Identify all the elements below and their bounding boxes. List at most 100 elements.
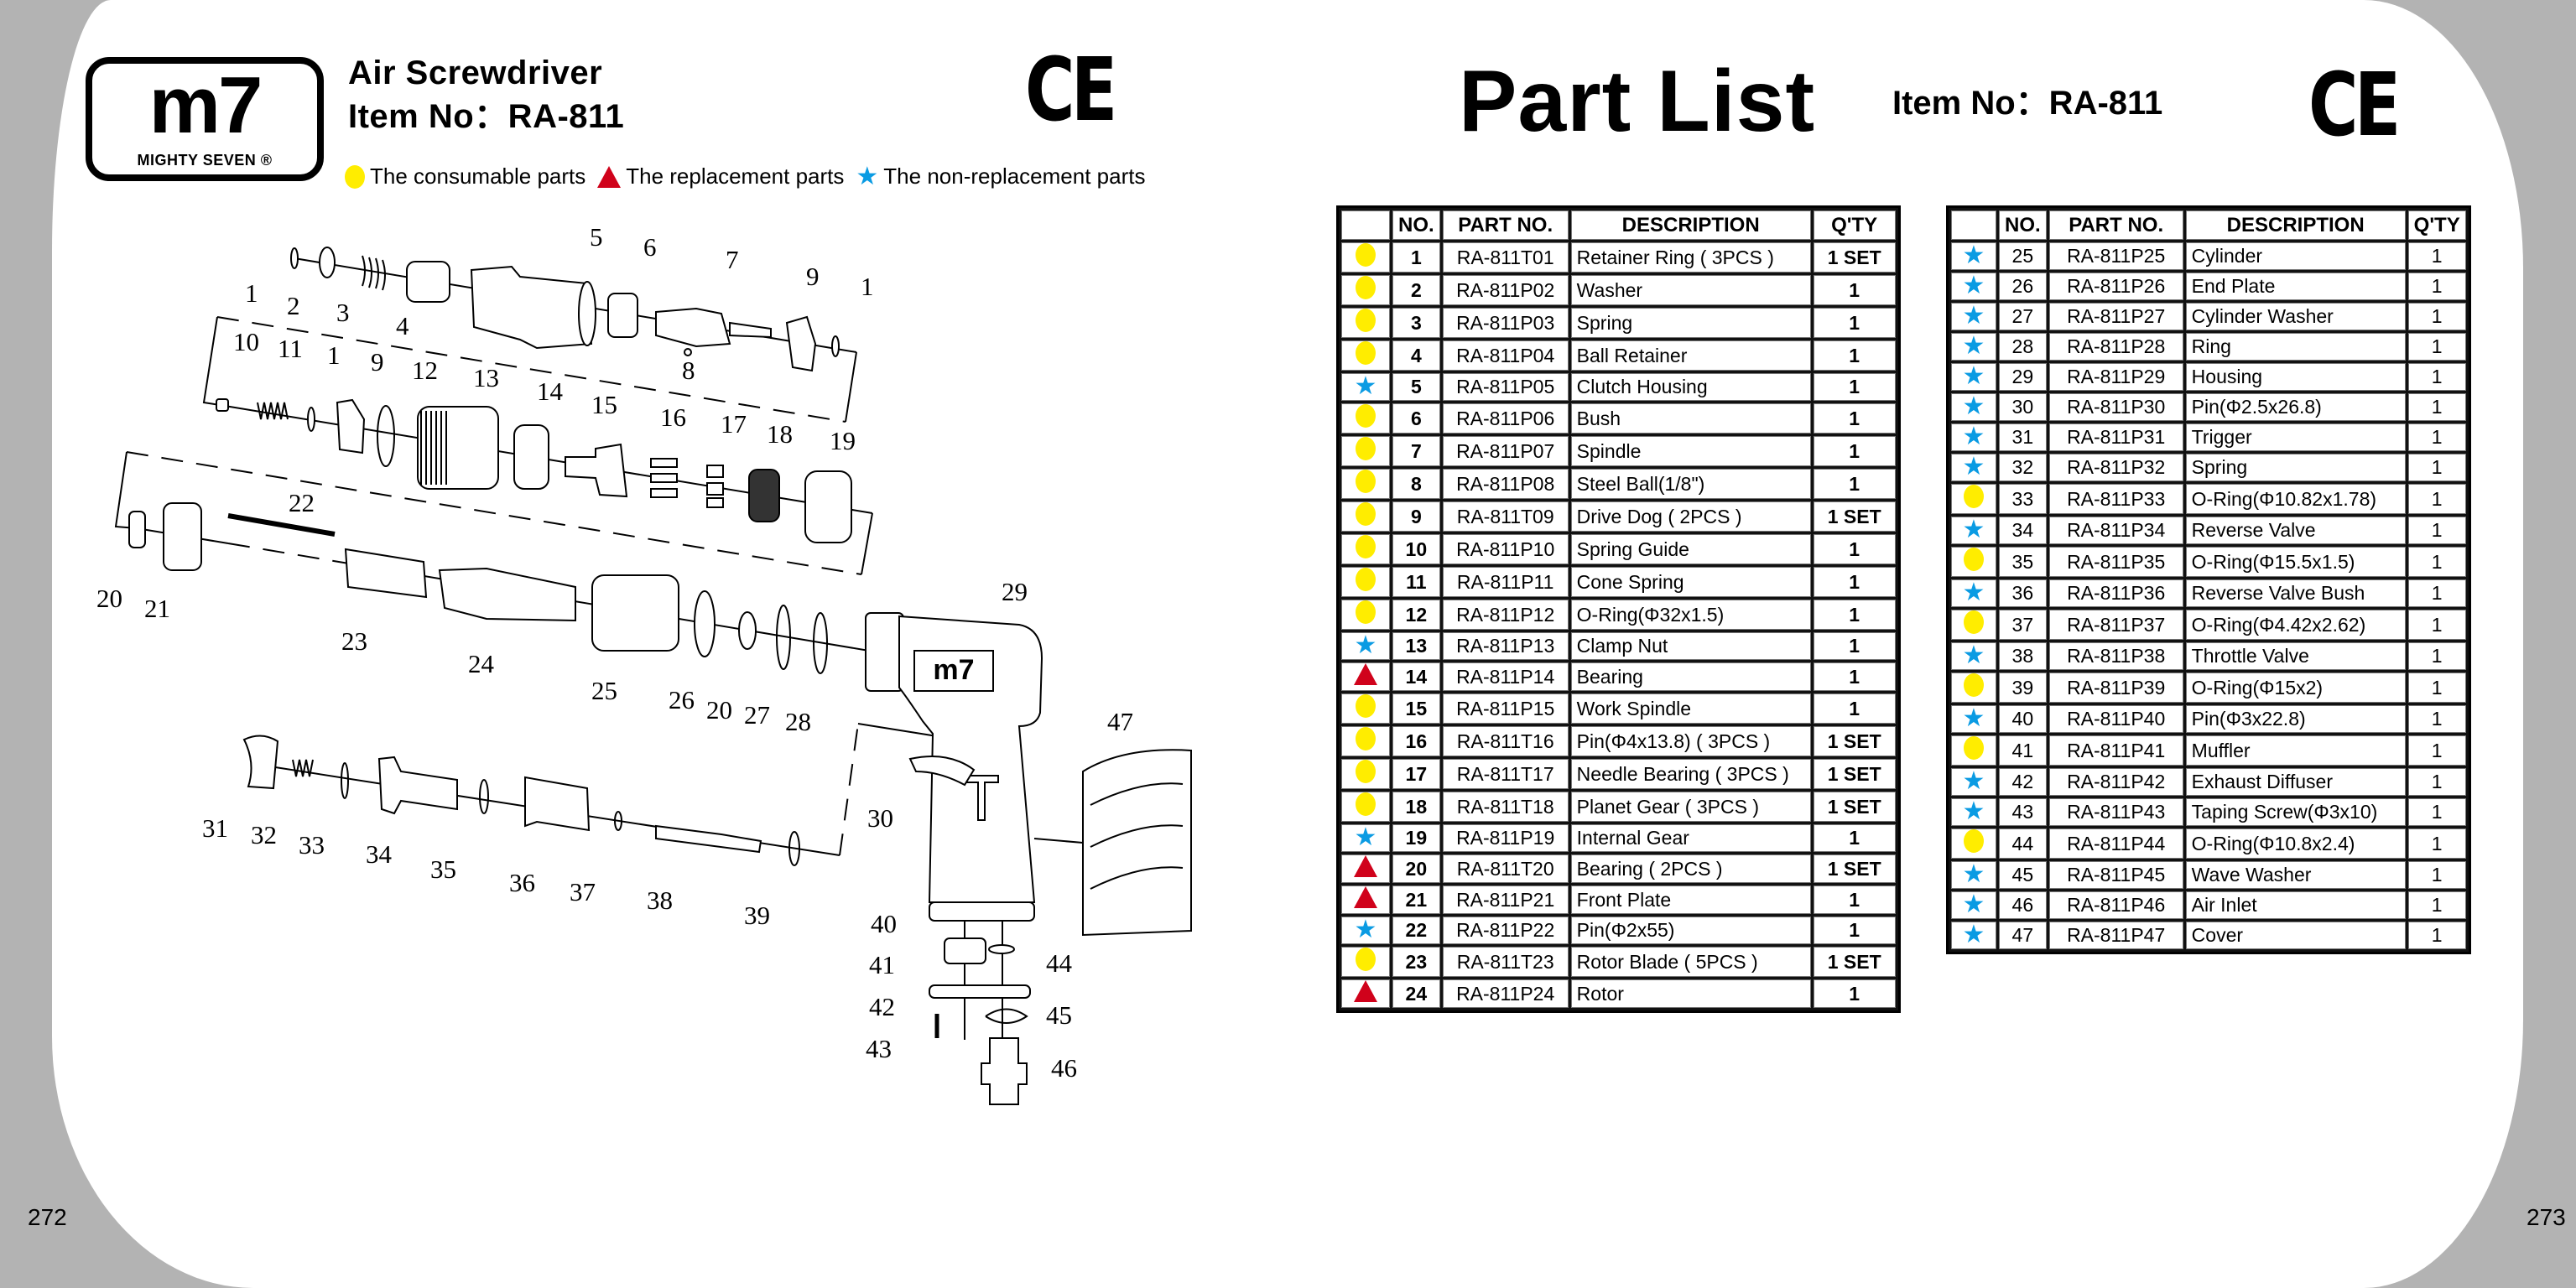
housing-thread — [865, 612, 904, 692]
part-number-cell: 46 — [1999, 891, 2047, 919]
part-number-cell: 45 — [1999, 861, 2047, 889]
blue-star-icon: ★ — [1962, 890, 1985, 919]
o-ring-part — [341, 762, 349, 799]
callout: 28 — [785, 707, 811, 736]
part-description-cell: Clamp Nut — [1570, 632, 1811, 660]
yellow-circle-icon — [1356, 276, 1376, 299]
part-description-cell: Throttle Valve — [2185, 642, 2406, 670]
yellow-circle-icon — [1356, 568, 1376, 591]
part-description-cell: O-Ring(Φ10.82x1.78) — [2185, 484, 2406, 514]
part-qty-cell: 1 — [1813, 824, 1896, 852]
callout: 1 — [861, 272, 874, 301]
part-code-cell: RA-811P22 — [1442, 917, 1569, 944]
mighty-seven-logo: m7 MIGHTY SEVEN ® — [86, 57, 324, 181]
part-qty-cell: 1 — [2407, 484, 2466, 514]
yellow-circle-icon — [1356, 243, 1376, 267]
part-qty-cell: 1 — [1813, 662, 1896, 691]
legend-label: The replacement parts — [626, 164, 845, 189]
blue-star-icon: ★ — [1962, 920, 1985, 949]
o-ring-part — [788, 831, 800, 866]
o-ring-part — [988, 944, 1015, 954]
clamp-nut-part — [417, 406, 499, 490]
blue-star-icon: ★ — [1962, 578, 1985, 607]
part-type-cell: ★ — [1951, 333, 1996, 361]
part-qty-cell: 1 — [1813, 917, 1896, 944]
part-number-cell: 25 — [1999, 242, 2047, 270]
wave-washer-part — [985, 1008, 1028, 1024]
part-type-cell — [1341, 854, 1390, 883]
part-type-cell: ★ — [1951, 798, 1996, 826]
ce-mark-right: CE — [2308, 54, 2401, 156]
bush-part — [607, 293, 638, 338]
yellow-circle-icon — [1356, 341, 1376, 365]
part-type-cell: ★ — [1341, 632, 1390, 660]
part-type-cell: ★ — [1951, 922, 1996, 949]
yellow-circle-icon — [1356, 948, 1376, 971]
callout: 34 — [366, 839, 393, 869]
part-number-cell: 36 — [1999, 579, 2047, 607]
logo-mark: m7 — [148, 60, 263, 150]
part-type-cell: ★ — [1951, 861, 1996, 889]
part-qty-cell: 1 — [1813, 340, 1896, 371]
part-qty-cell: 1 — [1813, 275, 1896, 305]
callout: 18 — [767, 419, 793, 449]
yellow-circle-icon — [345, 164, 365, 189]
part-qty-cell: 1 — [2407, 798, 2466, 826]
part-description-cell: Wave Washer — [2185, 861, 2406, 889]
o-ring-part — [479, 779, 489, 814]
col-no: NO. — [1392, 210, 1440, 240]
part-number-cell: 35 — [1999, 547, 2047, 577]
part-number-cell: 12 — [1392, 600, 1440, 630]
steel-ball-part — [684, 348, 692, 356]
part-qty-cell: 1 — [2407, 333, 2466, 361]
part-description-cell: Reverse Valve Bush — [2185, 579, 2406, 607]
yellow-circle-icon — [1356, 309, 1376, 332]
rotor-part — [438, 567, 576, 622]
part-type-cell — [1341, 275, 1390, 305]
part-type-cell — [1341, 567, 1390, 597]
yellow-circle-icon — [1356, 727, 1376, 750]
legend-label: The consumable parts — [370, 164, 586, 189]
part-number-cell: 13 — [1392, 632, 1440, 660]
part-type-cell — [1341, 242, 1390, 273]
part-type-cell: ★ — [1951, 393, 1996, 421]
part-type-cell — [1341, 792, 1390, 822]
yellow-circle-icon — [1964, 736, 1984, 760]
needle-bearing-part — [706, 497, 724, 508]
part-type-cell: ★ — [1951, 517, 1996, 544]
part-number-cell: 20 — [1392, 854, 1440, 883]
part-code-cell: RA-811P42 — [2048, 768, 2183, 796]
part-type-cell — [1341, 469, 1390, 499]
housing-opening — [578, 281, 596, 346]
part-description-cell: Clutch Housing — [1570, 373, 1811, 401]
part-type-cell: ★ — [1951, 242, 1996, 270]
yellow-circle-icon — [1356, 694, 1376, 718]
end-plate-part — [694, 590, 716, 657]
part-qty-cell: 1 SET — [1813, 947, 1896, 977]
blue-star-icon: ★ — [1962, 331, 1985, 361]
callout: 37 — [570, 877, 596, 906]
part-qty-cell: 1 — [1813, 308, 1896, 338]
blue-star-icon: ★ — [1962, 301, 1985, 330]
callout: 22 — [289, 488, 315, 517]
col-qty: Q'TY — [2407, 210, 2466, 240]
callout: 6 — [643, 232, 657, 262]
callout: 47 — [1107, 707, 1133, 736]
red-triangle-icon — [1354, 980, 1377, 1002]
part-code-cell: RA-811P47 — [2048, 922, 2183, 949]
part-number-cell: 5 — [1392, 373, 1440, 401]
part-number-cell: 28 — [1999, 333, 2047, 361]
exhaust-diffuser-part — [929, 984, 1031, 999]
part-number-cell: 17 — [1392, 759, 1440, 789]
part-code-cell: RA-811T17 — [1442, 759, 1569, 789]
part-code-cell: RA-811P43 — [2048, 798, 2183, 826]
